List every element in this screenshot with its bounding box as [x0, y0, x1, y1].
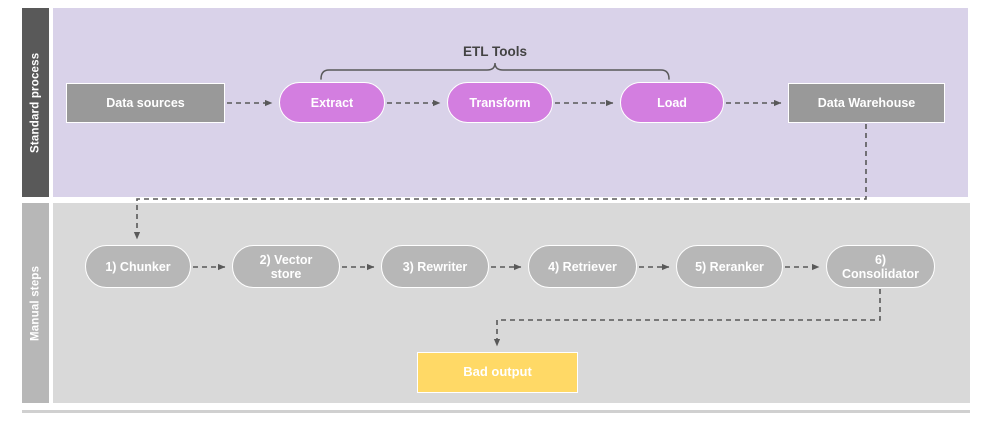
node-vector-store[interactable]: 2) Vector store: [232, 245, 340, 288]
node-retriever[interactable]: 4) Retriever: [528, 245, 637, 288]
node-retriever-label: 4) Retriever: [548, 259, 617, 274]
node-rewriter[interactable]: 3) Rewriter: [381, 245, 489, 288]
node-data-sources[interactable]: Data sources: [66, 83, 225, 123]
node-data-warehouse-label: Data Warehouse: [817, 96, 916, 110]
node-transform[interactable]: Transform: [447, 82, 553, 123]
node-consolidator-label: 6) Consolidator: [842, 253, 919, 281]
node-extract[interactable]: Extract: [279, 82, 385, 123]
node-rewriter-label: 3) Rewriter: [402, 259, 468, 274]
node-vector-store-label-line1: 2) Vector: [259, 252, 313, 267]
node-reranker-label: 5) Reranker: [695, 259, 764, 274]
node-consolidator-label-line1: 6): [874, 252, 887, 267]
node-load-label: Load: [657, 95, 687, 110]
node-extract-label: Extract: [310, 95, 354, 110]
node-transform-label: Transform: [469, 95, 531, 110]
node-reranker[interactable]: 5) Reranker: [676, 245, 783, 288]
lane-manual-steps-header: Manual steps: [22, 203, 49, 403]
bottom-divider-rule: [22, 410, 970, 413]
node-vector-store-label-line2: store: [270, 266, 302, 281]
node-load[interactable]: Load: [620, 82, 724, 123]
node-data-warehouse[interactable]: Data Warehouse: [788, 83, 945, 123]
node-vector-store-label: 2) Vector store: [260, 253, 313, 281]
lane-standard-process-header: Standard process: [22, 8, 49, 197]
node-bad-output-label: Bad output: [463, 364, 532, 380]
node-chunker[interactable]: 1) Chunker: [85, 245, 191, 288]
node-consolidator-label-line2: Consolidator: [841, 266, 920, 281]
etl-tools-label: ETL Tools: [463, 44, 527, 59]
node-bad-output[interactable]: Bad output: [417, 352, 578, 393]
node-data-sources-label: Data sources: [106, 96, 185, 110]
node-consolidator[interactable]: 6) Consolidator: [826, 245, 935, 288]
node-chunker-label: 1) Chunker: [105, 259, 171, 274]
